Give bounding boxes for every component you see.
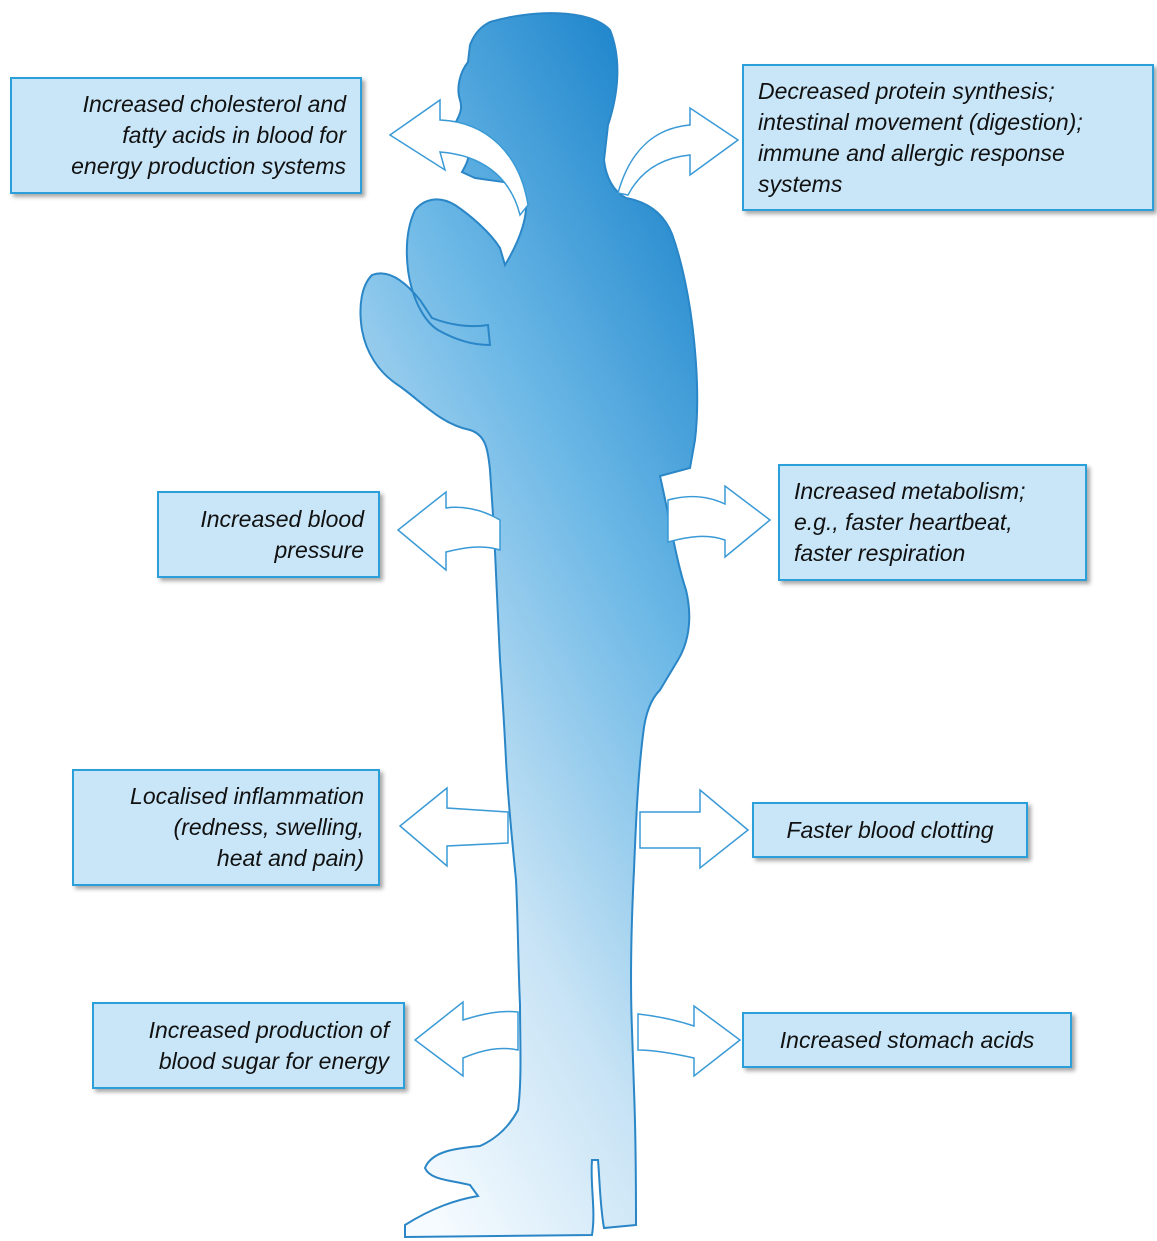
label-line: energy production systems bbox=[71, 153, 346, 179]
label-line: Increased cholesterol and bbox=[82, 91, 346, 117]
label-line: intestinal movement (digestion); bbox=[758, 108, 1083, 135]
human-silhouette bbox=[359, 12, 699, 1239]
label-line: systems bbox=[758, 170, 843, 197]
label-box-metabolism: Increased metabolism; e.g., faster heart… bbox=[778, 464, 1087, 581]
arrow-chest-left bbox=[396, 490, 501, 572]
label-line: Increased metabolism; bbox=[794, 478, 1026, 504]
label-line: Increased production of bbox=[148, 1016, 389, 1043]
label-line: Decreased protein synthesis; bbox=[758, 77, 1055, 104]
label-line: pressure bbox=[274, 536, 364, 563]
arrow-thigh-right bbox=[639, 788, 750, 870]
arrow-shin-right bbox=[637, 1004, 742, 1078]
label-box-stomach-acids: Increased stomach acids bbox=[742, 1012, 1072, 1068]
arrow-shin-left bbox=[413, 1000, 519, 1078]
label-line: Increased blood bbox=[200, 505, 364, 532]
label-box-inflammation: Localised inflammation (redness, swellin… bbox=[72, 769, 380, 886]
label-line: Faster blood clotting bbox=[786, 816, 994, 843]
label-line: e.g., faster heartbeat, bbox=[794, 509, 1013, 535]
arrow-head-neck-right bbox=[617, 106, 740, 196]
label-box-blood-clotting: Faster blood clotting bbox=[752, 802, 1028, 858]
label-line: faster respiration bbox=[794, 540, 966, 566]
label-line: Increased stomach acids bbox=[779, 1026, 1035, 1053]
label-line: blood sugar for energy bbox=[158, 1047, 389, 1074]
label-box-blood-sugar: Increased production of blood sugar for … bbox=[92, 1002, 405, 1089]
label-line: (redness, swelling, bbox=[173, 814, 364, 840]
label-box-cholesterol: Increased cholesterol and fatty acids in… bbox=[10, 77, 362, 194]
arrow-chest-right bbox=[667, 484, 772, 559]
label-line: immune and allergic response bbox=[758, 139, 1065, 166]
label-line: fatty acids in blood for bbox=[122, 122, 346, 148]
label-line: Localised inflammation bbox=[130, 783, 364, 809]
label-box-protein-synthesis: Decreased protein synthesis; intestinal … bbox=[742, 64, 1154, 211]
arrow-head-neck-left bbox=[388, 98, 529, 217]
label-box-blood-pressure: Increased blood pressure bbox=[157, 491, 380, 578]
arrow-thigh-left bbox=[398, 786, 509, 868]
label-line: heat and pain) bbox=[216, 845, 364, 871]
